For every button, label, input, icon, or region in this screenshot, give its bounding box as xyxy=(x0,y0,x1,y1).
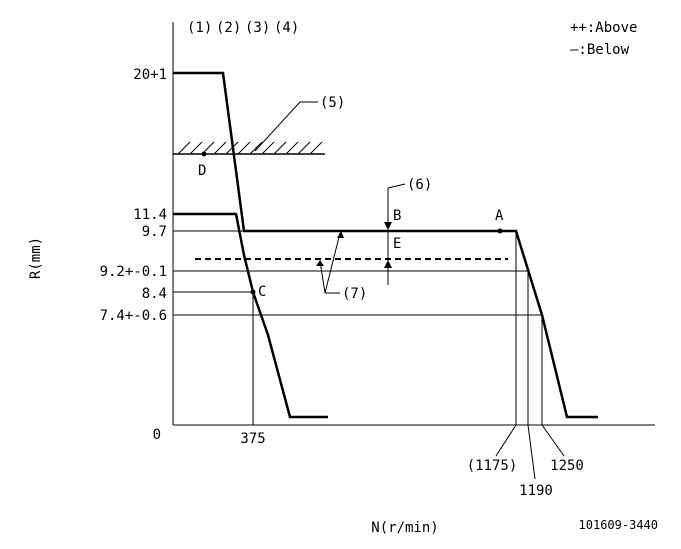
column-label-1: (1) xyxy=(187,20,212,36)
callout-5-label: (5) xyxy=(320,95,345,111)
point-c-marker xyxy=(250,289,256,295)
callout-7-arrow-b-icon xyxy=(316,260,324,266)
y-tick-8-4: 8.4 xyxy=(142,286,167,302)
leader-1175 xyxy=(495,424,517,457)
characteristic-curve-upper xyxy=(173,71,598,419)
callout-5-leader xyxy=(254,101,301,152)
arrow-b-down-icon xyxy=(384,222,392,230)
column-label-2: (2) xyxy=(216,20,241,36)
x-tick-1190: 1190 xyxy=(519,483,553,499)
legend-above: ++:Above xyxy=(570,20,637,36)
callout-6-leader xyxy=(387,183,406,189)
callout-7-label: (7) xyxy=(342,286,367,302)
leader-1250 xyxy=(541,424,565,457)
column-label-3: (3) xyxy=(245,20,270,36)
point-a-label: A xyxy=(495,208,504,224)
origin-label: 0 xyxy=(153,427,161,443)
arrow-e-up-icon xyxy=(384,260,392,268)
point-d-label: D xyxy=(198,163,206,179)
x-axis-title: N(r/min) xyxy=(371,520,438,536)
stopper-hatch xyxy=(173,141,325,155)
point-d-marker xyxy=(201,151,207,157)
y-tick-11-4: 11.4 xyxy=(133,207,167,223)
point-e-label: E xyxy=(393,236,401,252)
callout-7-arrow-a-icon xyxy=(337,231,344,238)
point-a-marker xyxy=(497,228,503,234)
drawing-code: 101609-3440 xyxy=(579,518,658,532)
point-b-label: B xyxy=(393,208,401,224)
x-tick-375: 375 xyxy=(240,431,265,447)
y-axis-title: R(mm) xyxy=(28,237,44,279)
callout-6-label: (6) xyxy=(407,177,432,193)
x-tick-1250: 1250 xyxy=(550,458,584,474)
y-tick-9-2: 9.2+-0.1 xyxy=(100,264,167,280)
x-tick-1175: (1175) xyxy=(467,458,518,474)
y-tick-9-7: 9.7 xyxy=(142,224,167,240)
y-tick-7-4: 7.4+-0.6 xyxy=(100,308,167,324)
y-tick-20: 20+1 xyxy=(133,67,167,83)
point-c-label: C xyxy=(258,284,266,300)
column-label-4: (4) xyxy=(274,20,299,36)
leader-1190 xyxy=(527,424,536,480)
callout-7-leader-b xyxy=(319,260,326,294)
callout-7-leader-a xyxy=(324,232,341,294)
legend-below: —:Below xyxy=(570,42,630,58)
